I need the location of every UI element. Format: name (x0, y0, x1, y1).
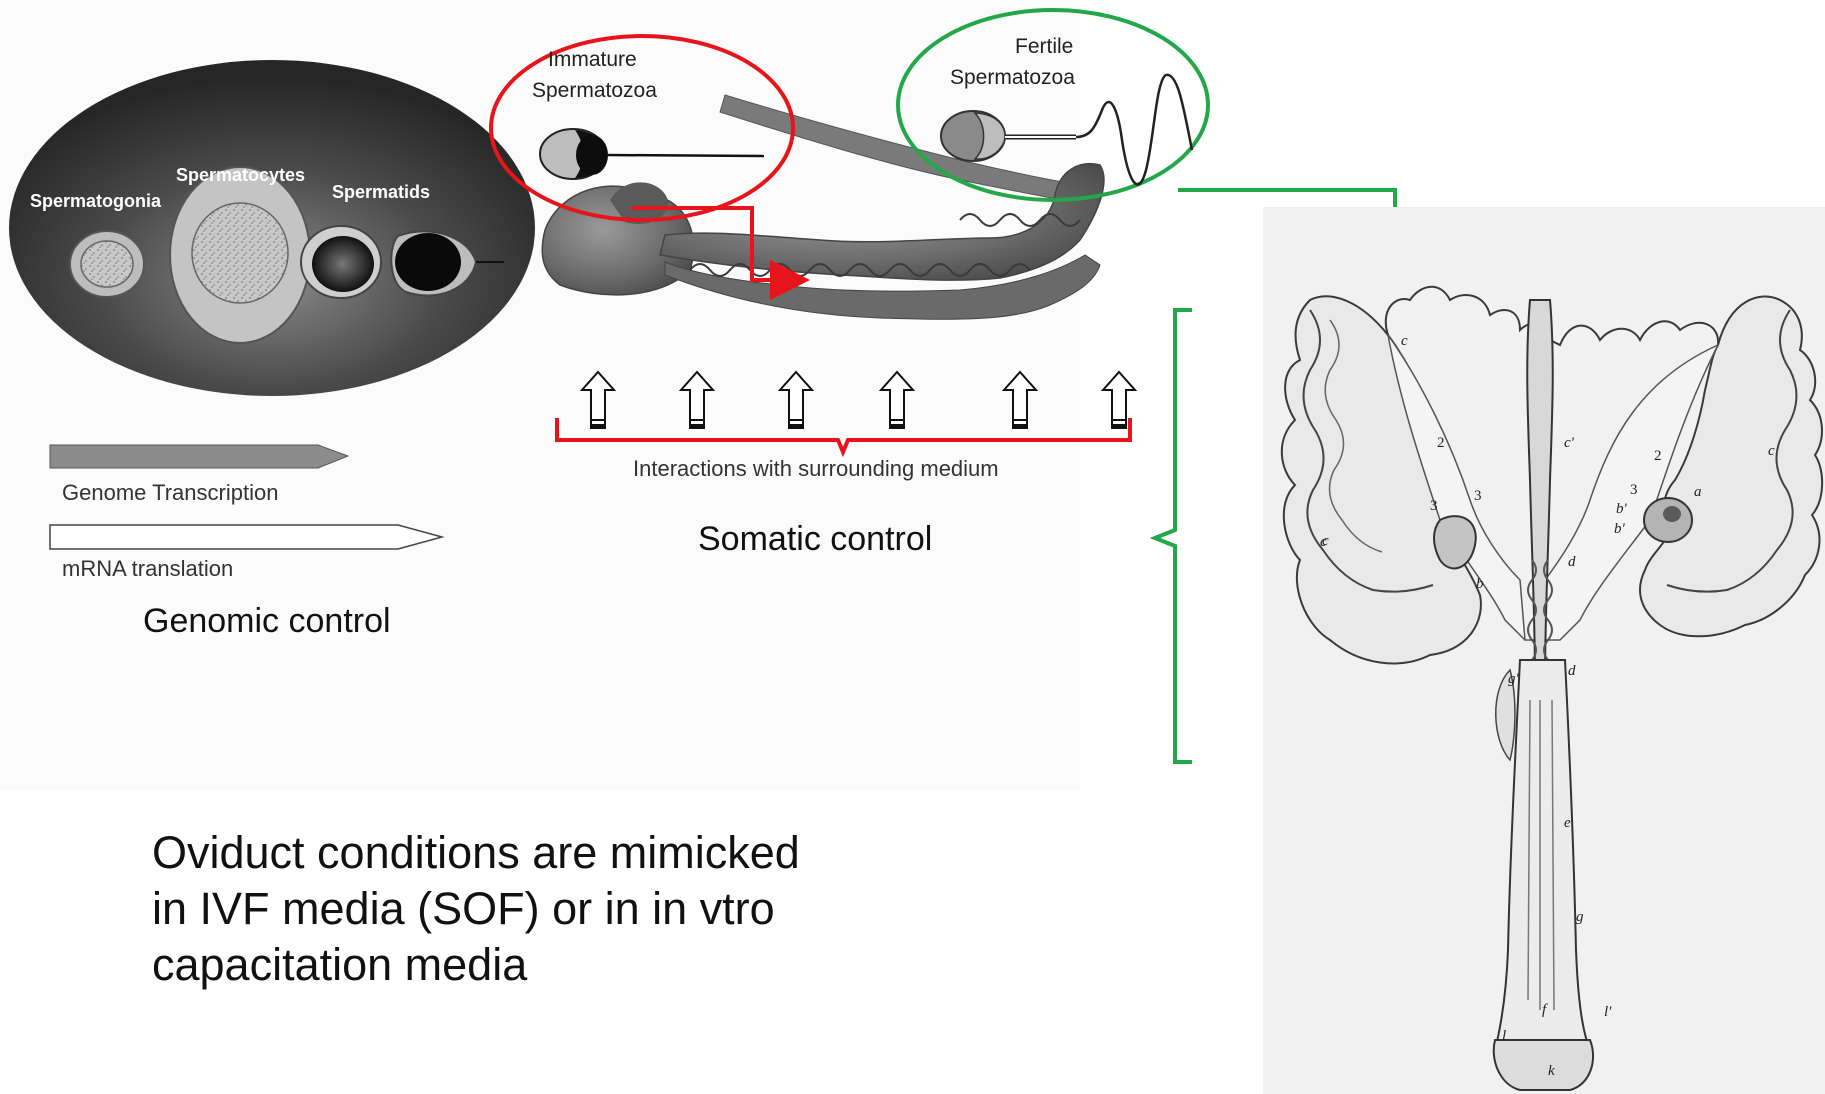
cell-stages-group: Spermatogonia Spermatocytes Spermatids (9, 60, 535, 396)
immature-sperm-tail (606, 155, 764, 156)
anatomy-label: a (1694, 484, 1702, 500)
spermatocyte-nucleus (192, 203, 288, 303)
anatomy-label: l' (1604, 1004, 1612, 1020)
anatomy-label: 3 (1430, 498, 1438, 514)
anatomy-label: b' (1614, 521, 1626, 537)
left-ovary (1434, 516, 1476, 568)
anatomy-label: e (1564, 815, 1571, 831)
immature-label-line2: Spermatozoa (532, 79, 657, 102)
anatomy-label: 3 (1474, 488, 1482, 504)
label-spermatids: Spermatids (332, 182, 430, 202)
elongating-spermatid-head (395, 233, 461, 291)
transcription-label: Genome Transcription (62, 480, 278, 505)
anatomy-label: b (1476, 576, 1484, 592)
anatomy-label: c (1401, 333, 1408, 349)
oviduct-note-line1: Oviduct conditions are mimicked (152, 825, 872, 881)
uterus-illustration: c c 2 3 3 c b c' d d g' e g 2 c 3 a b' b… (1263, 207, 1825, 1094)
vestibule (1494, 1040, 1593, 1090)
anatomy-label: g' (1508, 671, 1520, 687)
anatomy-label: 2 (1437, 435, 1445, 451)
oviduct-note-line2: in IVF media (SOF) or in in vtro (152, 881, 872, 937)
fertile-label-line1: Fertile (1015, 35, 1073, 58)
immature-sperm-dark-cap (576, 135, 608, 175)
genomic-control-title: Genomic control (143, 602, 391, 640)
anatomy-label: k (1548, 1063, 1555, 1079)
spermatogonia-nucleus (81, 241, 133, 287)
anatomy-label: c' (1564, 435, 1575, 451)
label-spermatocytes: Spermatocytes (176, 165, 305, 185)
immature-label-line1: Immature (548, 48, 637, 71)
anatomy-label: l (1502, 1028, 1506, 1044)
anatomy-label: c (1320, 534, 1327, 550)
anatomy-label: 2 (1654, 448, 1662, 464)
label-spermatogonia: Spermatogonia (30, 191, 162, 211)
anatomy-label: 3 (1630, 482, 1638, 498)
oviduct-note-line3: capacitation media (152, 937, 872, 993)
round-spermatid-nucleus (312, 236, 374, 292)
oviduct-note: Oviduct conditions are mimicked in IVF m… (152, 825, 872, 993)
ovary-follicle (1663, 506, 1681, 522)
anatomy-label: d (1568, 663, 1576, 679)
somatic-control-title: Somatic control (698, 520, 932, 558)
anatomy-label: g (1576, 909, 1584, 925)
anatomy-label: b' (1616, 501, 1628, 517)
transcription-bar (50, 445, 348, 468)
fertile-label-line2: Spermatozoa (950, 66, 1075, 89)
translation-label: mRNA translation (62, 556, 233, 581)
green-brace (1155, 310, 1192, 762)
interactions-label: Interactions with surrounding medium (633, 456, 999, 481)
translation-bar (50, 525, 442, 549)
anatomy-label: c (1768, 443, 1775, 459)
anatomy-label: d (1568, 554, 1576, 570)
